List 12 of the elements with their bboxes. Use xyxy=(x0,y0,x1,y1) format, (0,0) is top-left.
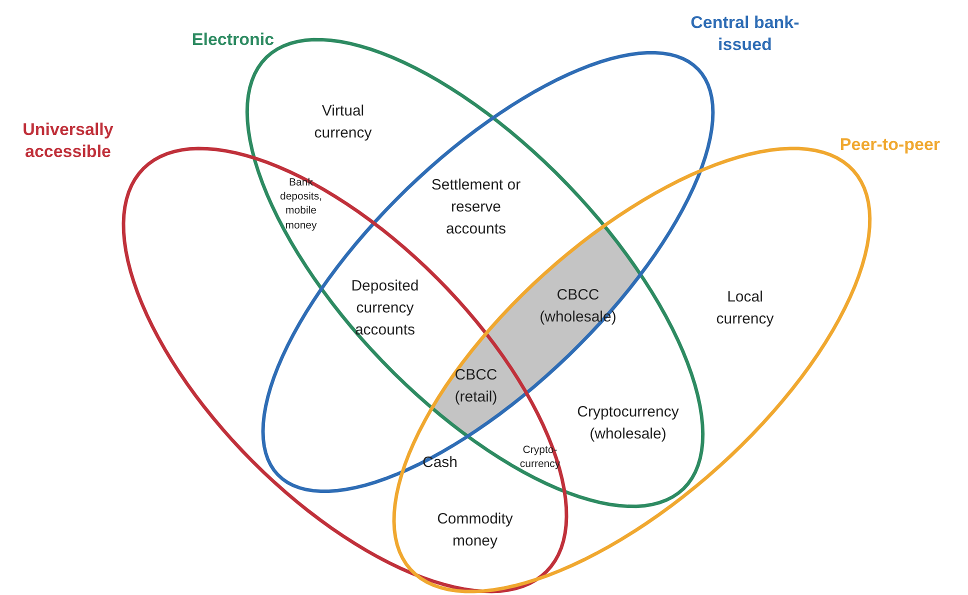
region-label: Virtual currency xyxy=(313,101,373,143)
region-label: Commodity money xyxy=(436,509,514,551)
region-label: Local currency xyxy=(715,287,775,329)
region-label: CBCC (retail) xyxy=(454,365,498,407)
region-label: Settlement or reserve accounts xyxy=(430,175,522,239)
set-label: Electronic xyxy=(190,29,276,51)
region-label: Cash xyxy=(421,453,459,474)
region-label: Deposited currency accounts xyxy=(350,276,420,340)
set-label: Central bank-issued xyxy=(690,12,800,56)
region-label: Cryptocurrency (wholesale) xyxy=(576,402,680,444)
set-label: Peer-to-peer xyxy=(838,134,942,156)
set-label: Universally accessible xyxy=(22,119,114,164)
